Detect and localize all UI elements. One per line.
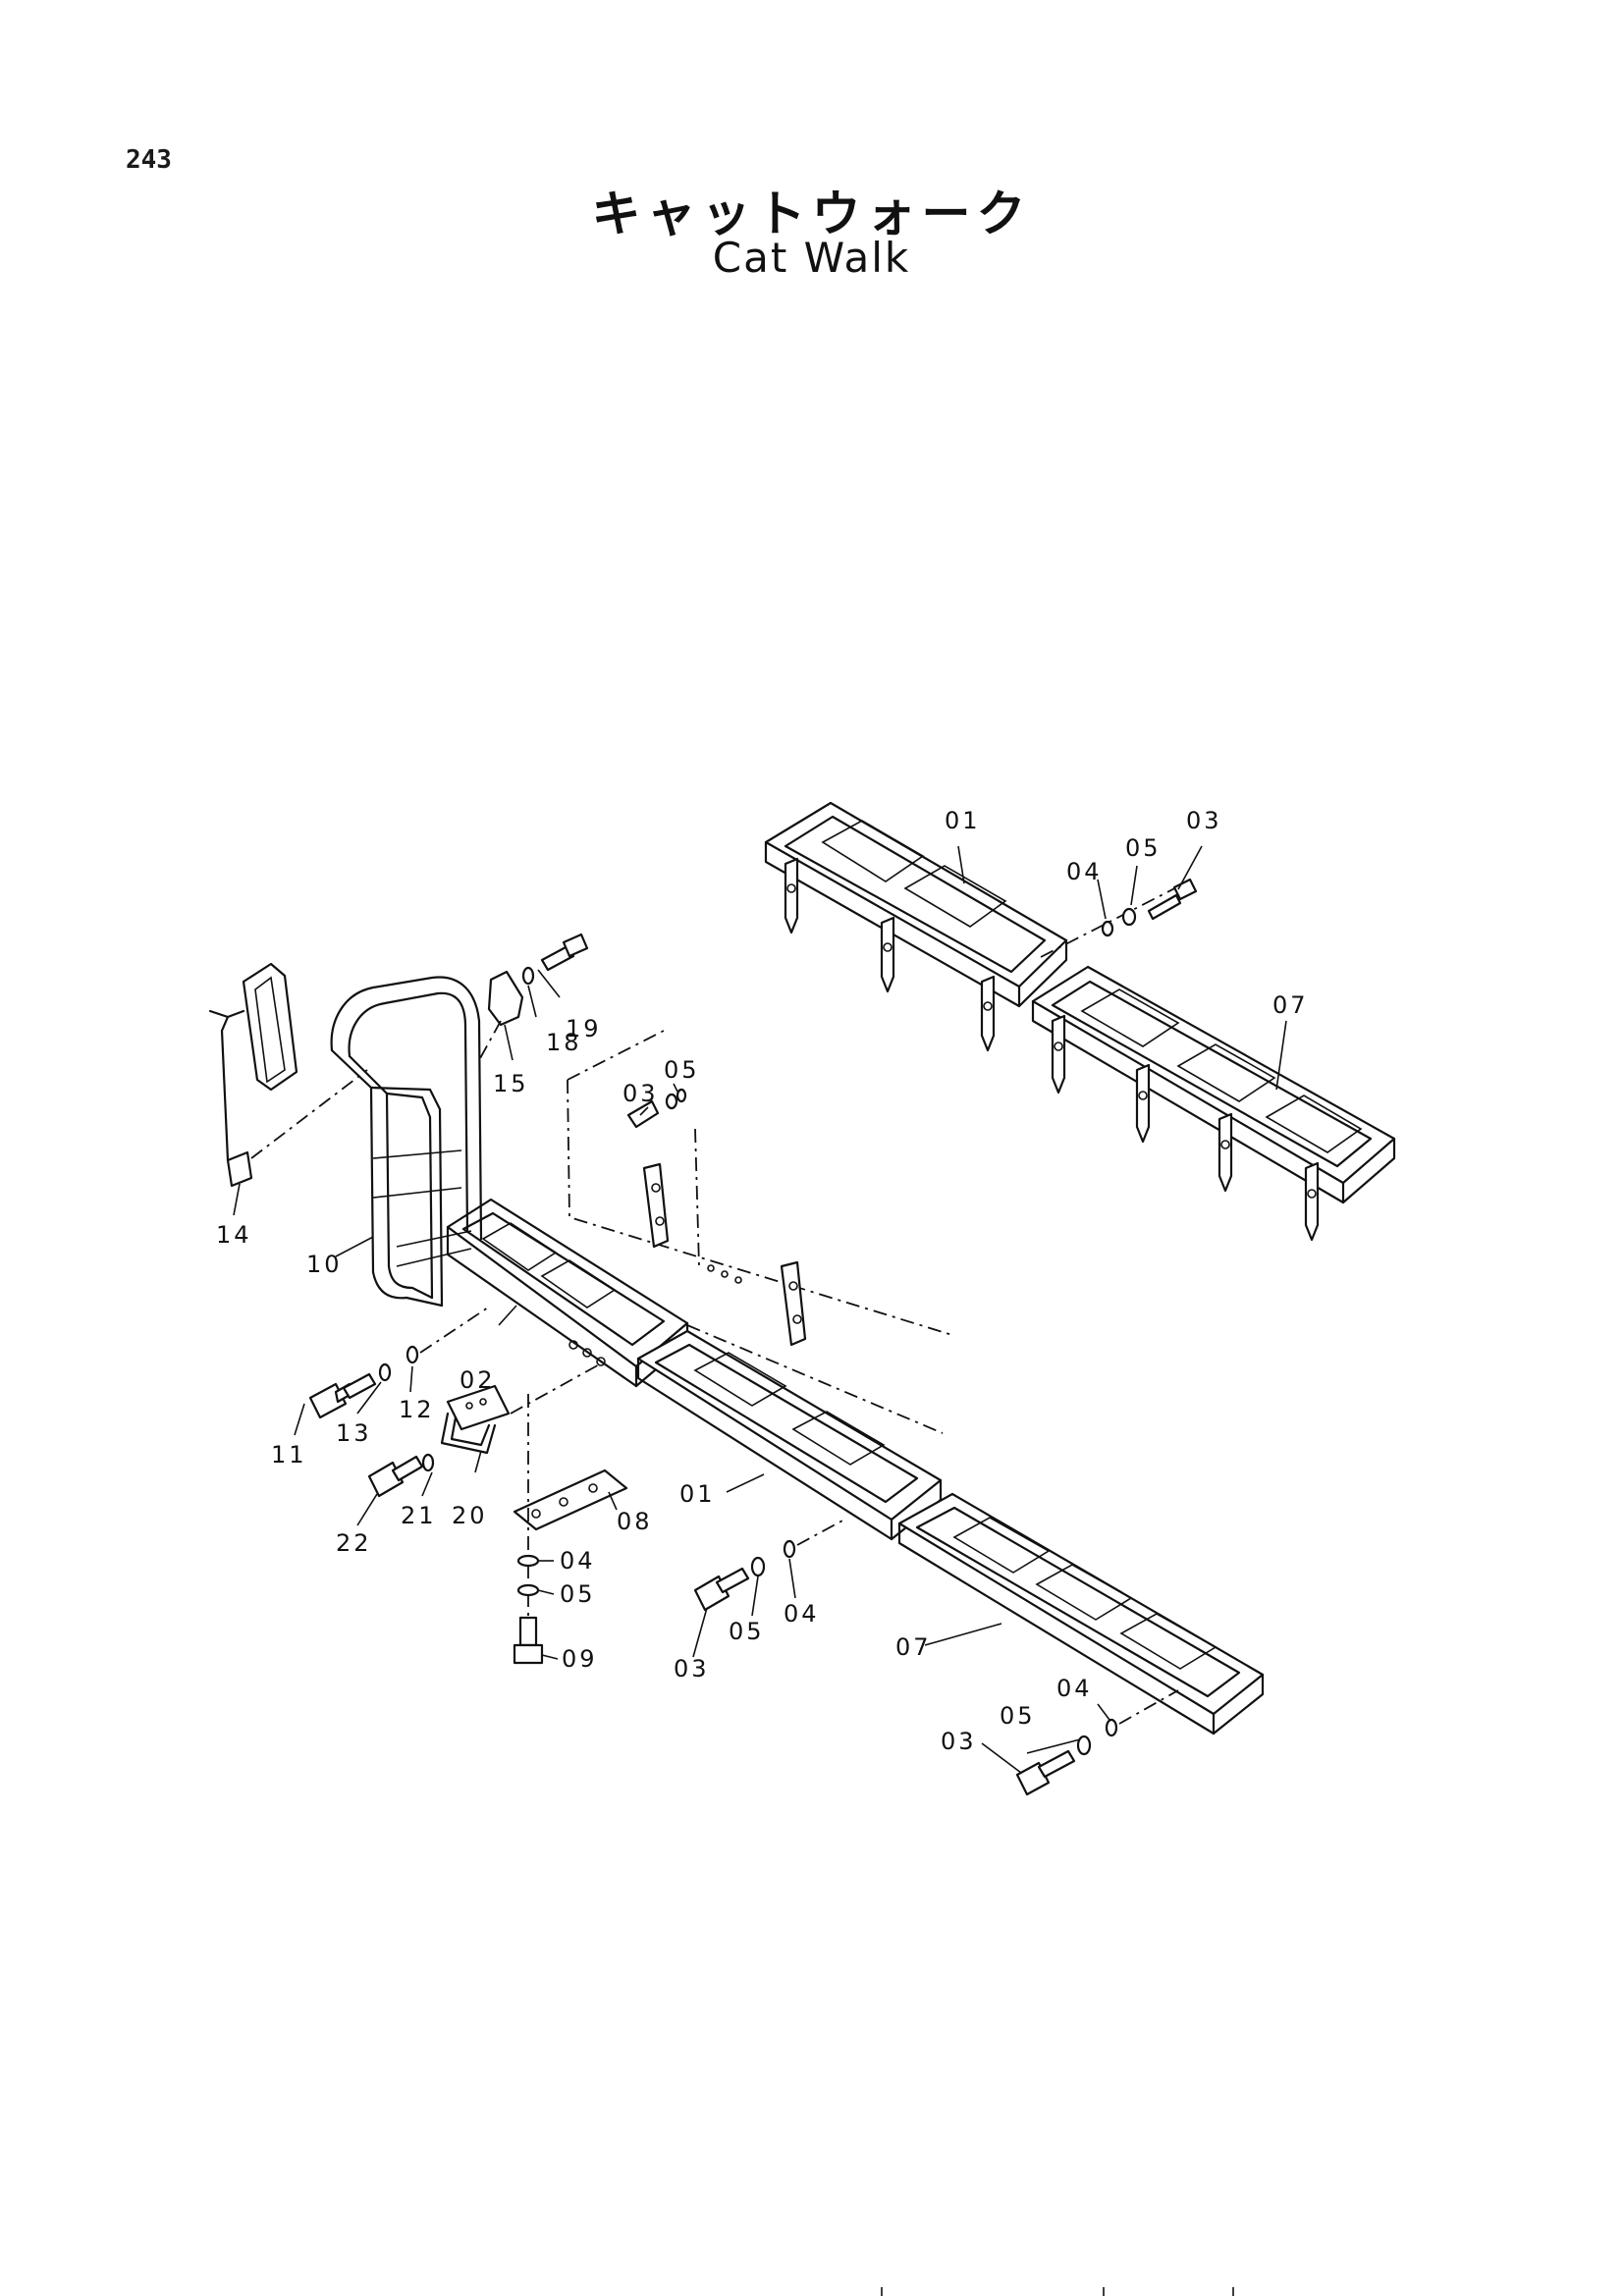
step-20-bolt-22	[367, 1362, 604, 1498]
title-english: Cat Walk	[712, 234, 911, 282]
callout-09: 09	[562, 1645, 598, 1673]
walkway-section-07-upper	[1031, 965, 1396, 1242]
callout-08: 08	[617, 1508, 653, 1535]
hardware-lower-middle	[693, 1519, 845, 1612]
bolt-11-washers-12-13	[308, 1305, 492, 1419]
walkway-section-07-lower	[897, 1492, 1265, 1735]
clip-15-bolt-19	[478, 933, 589, 1061]
callout-labels: 01 04 05 03 07 19 18 15 03 05 14 10 02 1…	[216, 807, 1309, 1755]
callout-03-lower: 03	[674, 1655, 710, 1682]
callout-01-upper: 01	[945, 807, 981, 834]
walkway-section-01-upper	[764, 801, 1068, 1052]
plate-08-bolt-09	[513, 1394, 628, 1665]
callout-05-right: 05	[1000, 1702, 1036, 1730]
callout-04-stack: 04	[560, 1547, 596, 1575]
handrail-ladder-10	[330, 976, 483, 1308]
callout-20: 20	[452, 1502, 488, 1529]
callout-05-middle: 05	[664, 1056, 700, 1084]
callout-07-lower: 07	[895, 1633, 932, 1661]
callout-05-upper: 05	[1125, 834, 1162, 862]
callout-04-lower: 04	[784, 1600, 820, 1628]
title-japanese: キャットウォーク	[591, 186, 1032, 242]
callout-12: 12	[399, 1396, 435, 1423]
callout-07-upper: 07	[1272, 991, 1309, 1019]
callout-19: 19	[566, 1015, 602, 1042]
callout-10: 10	[306, 1251, 343, 1278]
callout-03-upper: 03	[1186, 807, 1222, 834]
callout-21: 21	[401, 1502, 437, 1529]
walkway-section-01-lower	[636, 1329, 943, 1541]
callout-03-middle: 03	[622, 1080, 659, 1107]
callout-13: 13	[336, 1419, 372, 1447]
callout-05-stack: 05	[560, 1580, 596, 1608]
callout-22: 22	[336, 1529, 372, 1557]
leader-lines	[233, 845, 1287, 1774]
mirror-14	[208, 962, 368, 1188]
callout-04-upper: 04	[1066, 858, 1103, 885]
callout-01-lower: 01	[679, 1480, 716, 1508]
callout-15: 15	[493, 1070, 529, 1097]
callout-04-right: 04	[1056, 1675, 1093, 1702]
callout-11: 11	[271, 1441, 307, 1468]
hardware-lower-right	[1015, 1689, 1179, 1796]
callout-03-right: 03	[941, 1728, 977, 1755]
callout-05-lower: 05	[729, 1618, 765, 1645]
scan-artifacts	[881, 2287, 1234, 2296]
hardware-upper-right	[1040, 878, 1198, 958]
callout-02: 02	[460, 1366, 496, 1394]
callout-18: 18	[546, 1029, 582, 1056]
callout-14: 14	[216, 1221, 252, 1249]
page-number: 243	[126, 145, 172, 175]
body-outline-dashed	[567, 1030, 953, 1434]
